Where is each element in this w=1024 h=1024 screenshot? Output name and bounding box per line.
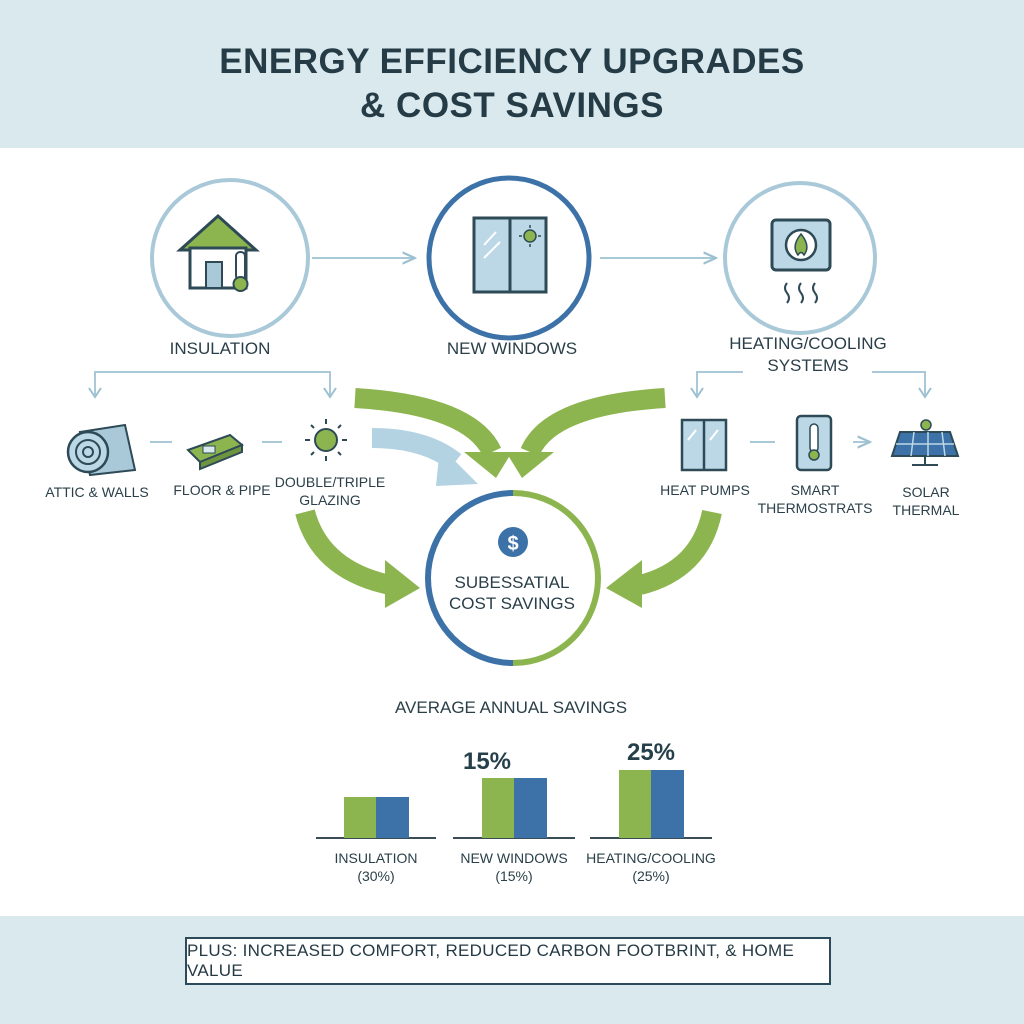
solar-label-line2: THERMAL (892, 502, 960, 518)
header-band (0, 0, 1024, 148)
sun-icon (305, 419, 347, 461)
house-thermometer-icon (176, 213, 260, 292)
savings-circle (425, 490, 601, 666)
footer-banner: PLUS: INCREASED COMFORT, REDUCED CARBON … (185, 937, 831, 985)
heater-flame-icon (770, 218, 832, 304)
branch-heating-left (696, 371, 743, 395)
windows-label: NEW WINDOWS (446, 339, 578, 358)
insulation-label: INSULATION (169, 339, 271, 358)
glazing-label-line2: GLAZING (299, 492, 361, 508)
bar-label-heating: HEATING/COOLING (586, 850, 716, 866)
heating-label-line1: HEATING/COOLING (729, 334, 887, 353)
center-label-line2: COST SAVINGS (449, 594, 575, 613)
heat-pump-window-icon (680, 418, 728, 472)
bar-blue-0 (376, 797, 409, 838)
thermostat-icon (795, 414, 833, 472)
thermostats-label-line2: THERMOSTRATS (757, 500, 873, 516)
thermostats-label-line1: SMART (790, 482, 840, 498)
glazing-label-line1: DOUBLE/TRIPLE (274, 474, 386, 490)
heating-label-line2: SYSTEMS (767, 356, 849, 375)
bar-label-windows: NEW WINDOWS (460, 850, 568, 866)
branch-heating-right (872, 371, 926, 395)
bar-value-insulation: (30%) (357, 868, 395, 884)
solar-panel-icon (890, 419, 960, 466)
window-sun-icon (472, 216, 548, 294)
bar-blue-2 (651, 770, 684, 838)
windows-top-pct: 15% (462, 748, 512, 775)
bar-green-1 (482, 778, 514, 838)
solar-label-line1: SOLAR (902, 484, 950, 500)
savings-heading: AVERAGE ANNUAL SAVINGS (394, 698, 628, 717)
savings-bars (316, 770, 712, 839)
page-title-line1: ENERGY EFFICIENCY UPGRADES (219, 42, 805, 81)
bar-value-heating: (25%) (632, 868, 670, 884)
heating-top-pct: 25% (626, 739, 676, 766)
branch-insulation (94, 371, 331, 395)
heat-pumps-label: HEAT PUMPS (660, 482, 750, 498)
bar-blue-1 (514, 778, 547, 838)
center-label-line1: SUBESSATIAL (454, 573, 570, 592)
dollar-icon (498, 527, 528, 557)
insulation-board-icon (186, 433, 244, 471)
bar-green-0 (344, 797, 376, 838)
page-title-line2: & COST SAVINGS (360, 86, 664, 125)
bar-value-windows: (15%) (495, 868, 533, 884)
bar-green-2 (619, 770, 651, 838)
insulation-roll-icon (66, 423, 137, 477)
dollar-symbol: $ (507, 533, 518, 555)
bar-label-insulation: INSULATION (334, 850, 418, 866)
green-flow-arrows (295, 388, 722, 608)
attic-label: ATTIC & WALLS (45, 484, 149, 500)
floor-label: FLOOR & PIPE (173, 482, 271, 498)
